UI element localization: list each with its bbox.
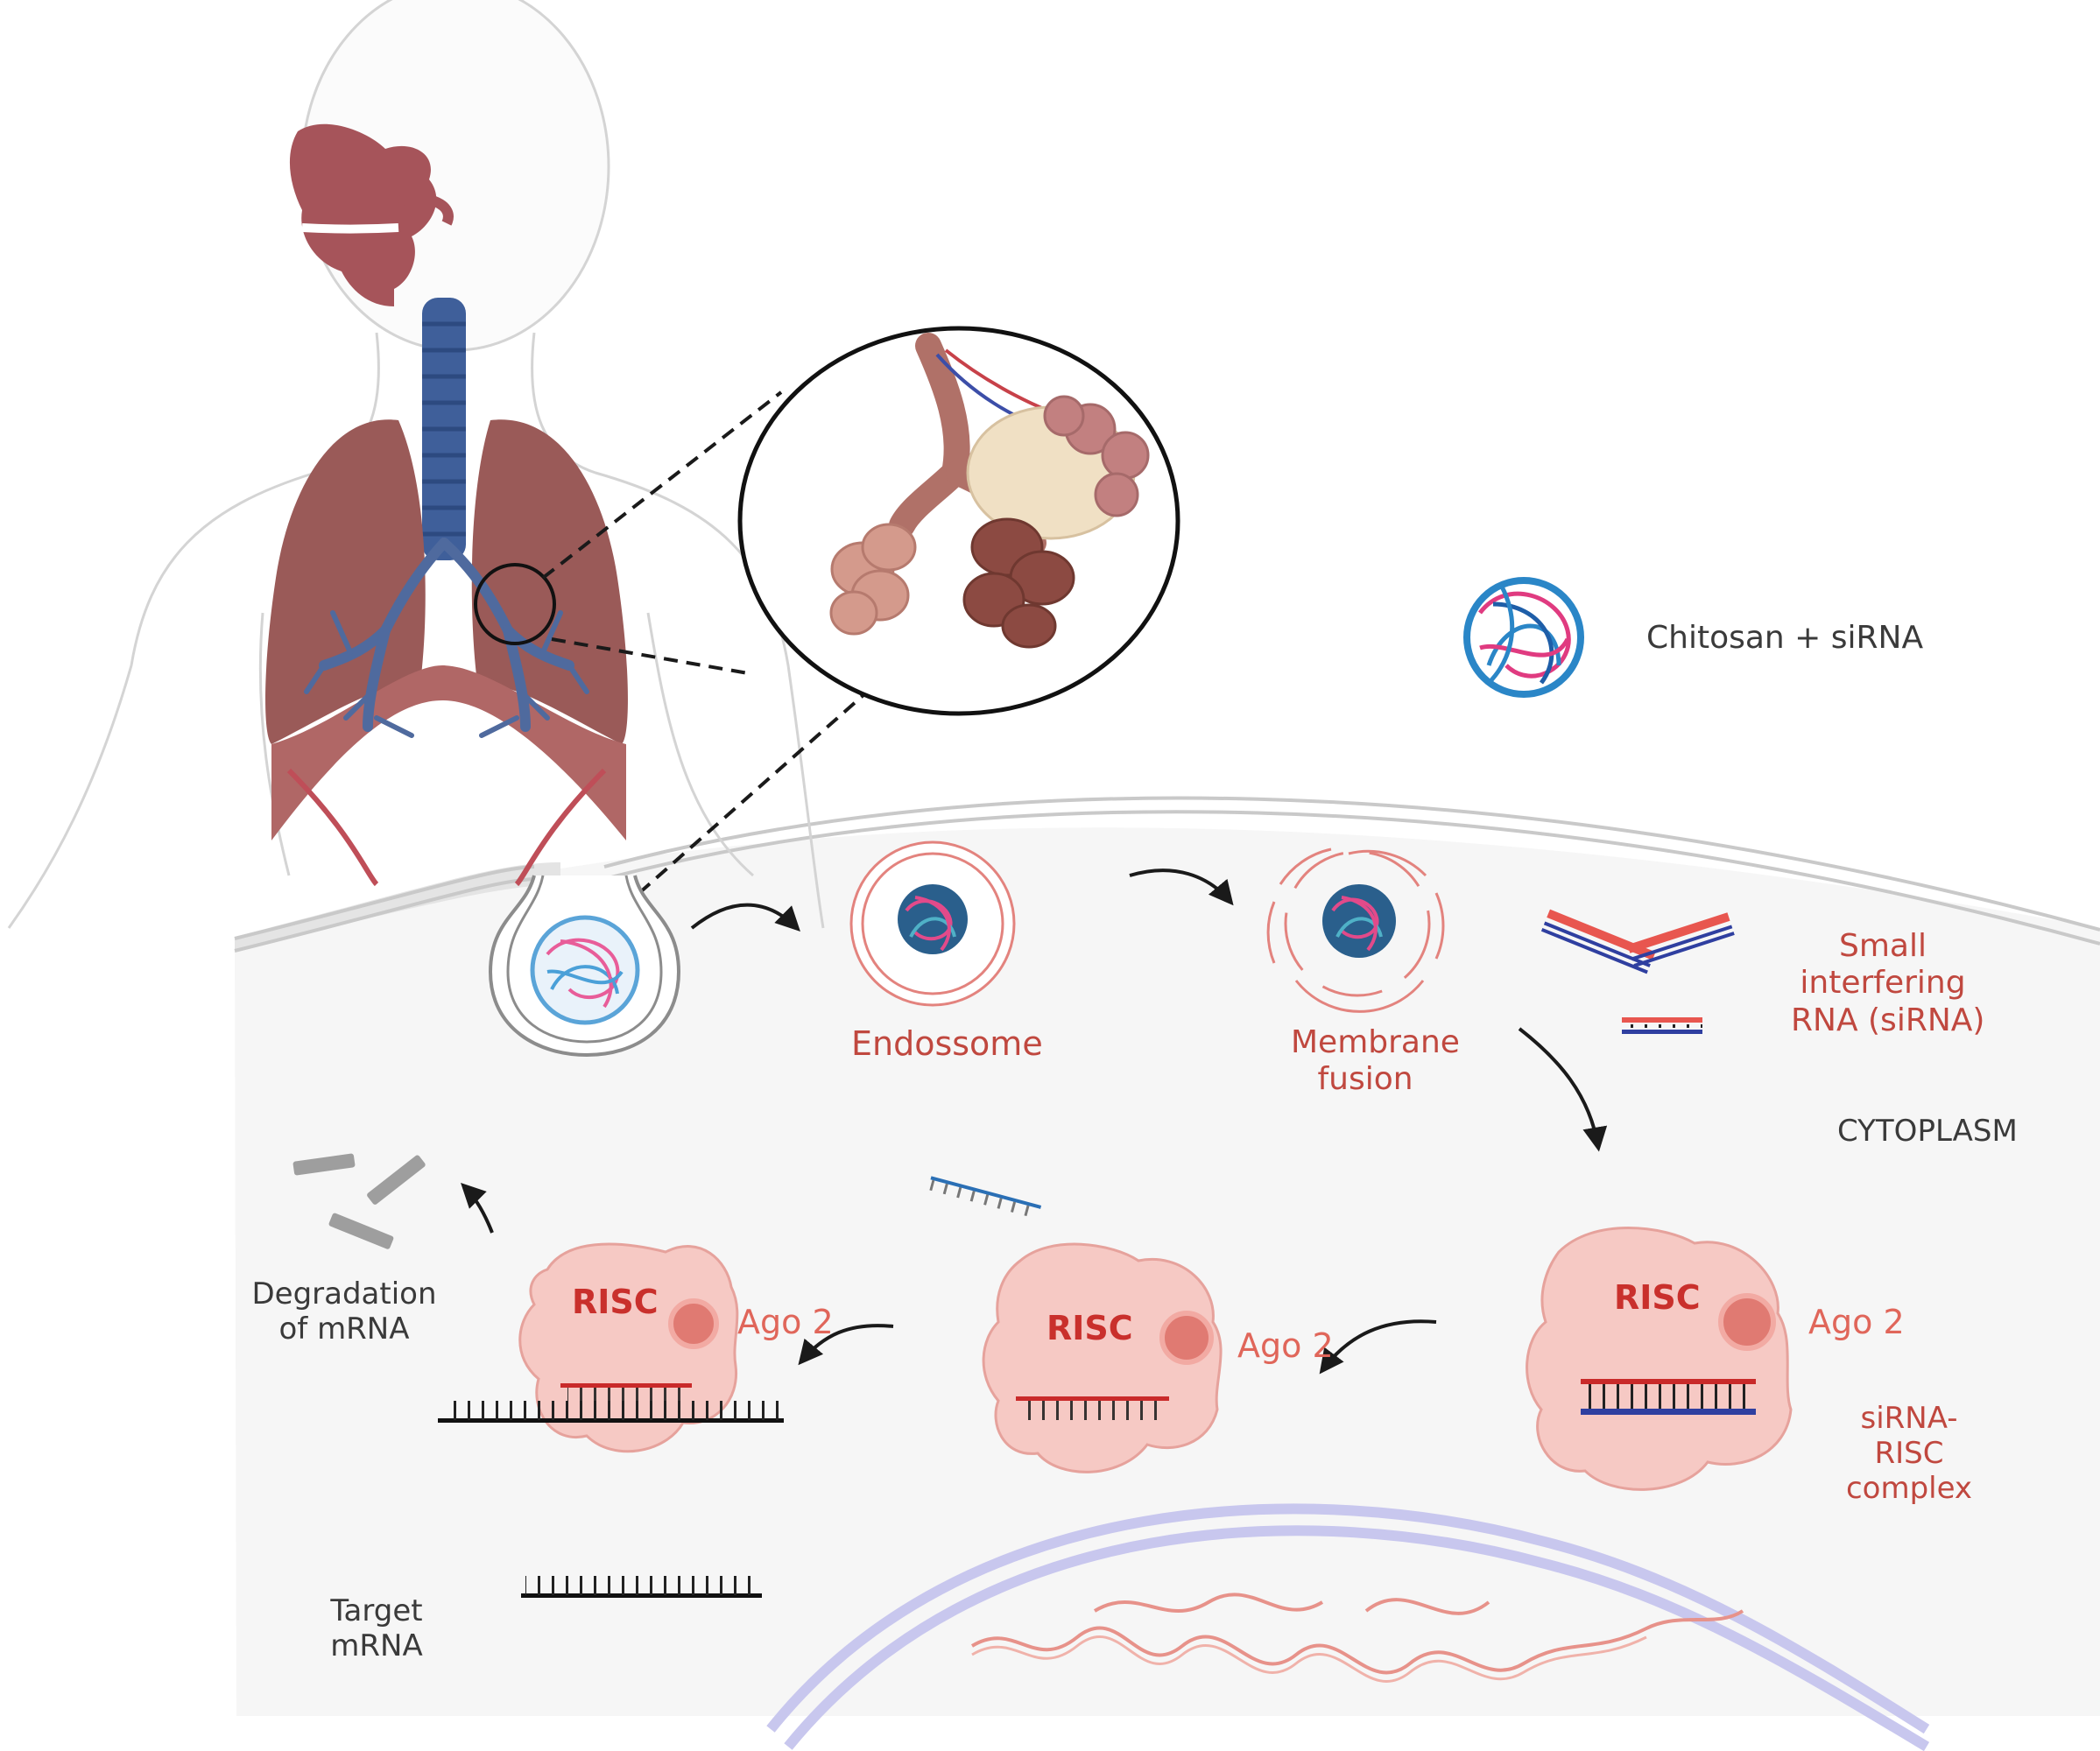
cell-membrane xyxy=(234,865,535,940)
left-lung xyxy=(265,419,426,744)
risc-complex-right xyxy=(1526,1227,1793,1491)
label-degradation-line2: of mRNA xyxy=(278,1311,410,1347)
trachea xyxy=(422,298,466,560)
label-complex-line1: siRNA- xyxy=(1860,1401,1958,1436)
risc-complex-left xyxy=(438,1242,784,1453)
arrow-uptake-to-endosome xyxy=(690,903,800,932)
label-degradation: Degradation of mRNA xyxy=(243,1276,445,1347)
nasal-cavity xyxy=(289,123,454,306)
label-chitosan-sirna: Chitosan + siRNA xyxy=(1646,620,1924,656)
label-sirna-line3: RNA (siRNA) xyxy=(1791,1002,1985,1038)
nucleus xyxy=(766,1503,1930,1751)
label-risc-middle: RISC xyxy=(1046,1309,1133,1347)
endosome xyxy=(849,840,1016,1007)
membrane-fusion-vesicle xyxy=(1266,847,1445,1013)
label-target-line2: mRNA xyxy=(330,1628,423,1664)
arrow-risc-mid-to-left xyxy=(798,1324,894,1366)
arrow-to-degradation xyxy=(461,1183,494,1234)
alveoli-zoom-circle xyxy=(737,326,1180,716)
sirna-duplexes xyxy=(1540,909,1735,1034)
label-membrane-fusion-line1: Membrane xyxy=(1291,1024,1460,1060)
label-sirna: Small interfering RNA (siRNA) xyxy=(1791,928,1985,1039)
uptake-vesicle xyxy=(488,875,681,1058)
lungs xyxy=(265,419,628,887)
lung-magnify-circle xyxy=(474,563,556,645)
process-arrows xyxy=(461,868,1608,1375)
arrow-endosome-to-fusion xyxy=(1129,868,1234,906)
label-risc-left: RISC xyxy=(572,1283,659,1321)
risc-complex-middle xyxy=(929,1176,1223,1473)
label-ago2-middle: Ago 2 xyxy=(1237,1326,1334,1365)
label-endosome: Endossome xyxy=(851,1024,1043,1063)
label-ago2-right: Ago 2 xyxy=(1808,1303,1905,1341)
label-complex-line2: RISC xyxy=(1874,1436,1944,1472)
arrow-risc-right-to-mid xyxy=(1319,1319,1437,1375)
label-ago2-left: Ago 2 xyxy=(737,1303,834,1341)
label-complex-line3: complex xyxy=(1845,1471,1973,1507)
label-sirna-line1: Small xyxy=(1839,928,1927,964)
chitosan-sirna-particle xyxy=(1463,577,1584,698)
label-degradation-line1: Degradation xyxy=(251,1276,437,1311)
degraded-mrna-fragments xyxy=(292,1153,426,1249)
label-membrane-fusion-line2: fusion xyxy=(1317,1061,1413,1098)
human-body-outline xyxy=(7,0,825,929)
arrow-fusion-to-risc xyxy=(1518,1027,1608,1152)
label-sirna-risc-complex: siRNA- RISC complex xyxy=(1826,1401,1992,1506)
label-target-line1: Target xyxy=(330,1593,423,1628)
label-membrane-fusion: Membrane fusion xyxy=(1291,1024,1460,1099)
dna-strand xyxy=(970,1593,1744,1675)
label-target-mrna: Target mRNA xyxy=(307,1593,447,1663)
target-mrna-strand xyxy=(521,1576,762,1598)
label-sirna-line2: interfering xyxy=(1800,965,1966,1002)
label-cytoplasm: CYTOPLASM xyxy=(1837,1114,2018,1149)
label-risc-right: RISC xyxy=(1614,1278,1701,1317)
